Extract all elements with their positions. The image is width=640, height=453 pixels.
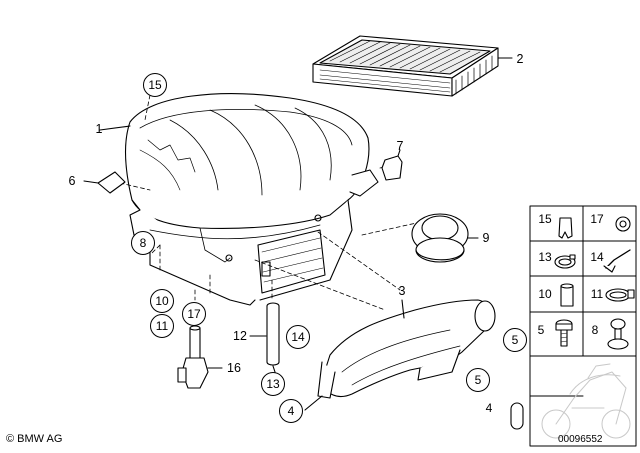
footer-copyright-text: © BMW AG [6, 433, 63, 445]
panel-label-17: 17 [590, 212, 604, 226]
part-9-drawing [411, 213, 479, 263]
panel-part-5-icon [555, 319, 573, 347]
panel-part-8-icon [607, 318, 629, 350]
callout-14: 14 [286, 325, 310, 349]
callout-3: 3 [398, 284, 406, 298]
panel-part-4-icon [510, 402, 524, 430]
panel-label-4: 4 [485, 401, 493, 415]
callout-6: 6 [68, 174, 76, 188]
callout-17: 17 [182, 302, 206, 326]
panel-part-15-icon [558, 217, 573, 239]
part-7-drawing [381, 149, 403, 181]
panel-label-14: 14 [590, 250, 604, 264]
panel-label-11: 11 [590, 287, 604, 301]
panel-label-13: 13 [538, 250, 552, 264]
air-filter-element-drawing [312, 35, 513, 97]
part-6-drawing [97, 171, 126, 194]
copyright-notice: © BMW AG [6, 433, 62, 445]
callout-11: 11 [150, 314, 174, 338]
callout-7: 7 [396, 139, 404, 153]
panel-part-11-icon [605, 288, 635, 302]
callout-2: 2 [516, 52, 524, 66]
callout-5-upper: 5 [503, 328, 527, 352]
callout-16: 16 [227, 361, 241, 375]
callout-10: 10 [150, 289, 174, 313]
panel-label-5: 5 [537, 323, 545, 337]
callout-9: 9 [482, 231, 490, 245]
air-filter-housing-drawing [99, 93, 379, 306]
part-16-drawing [177, 325, 223, 389]
callout-13: 13 [261, 372, 285, 396]
part-12-drawing [249, 302, 280, 373]
callout-4: 4 [279, 399, 303, 423]
callout-1: 1 [95, 122, 103, 136]
panel-part-10-icon [560, 283, 574, 307]
panel-part-14-icon [603, 249, 631, 273]
motorcycle-thumbnail-icon [541, 363, 631, 439]
panel-part-13-icon [554, 254, 576, 269]
callout-15: 15 [143, 73, 167, 97]
panel-label-15: 15 [538, 212, 552, 226]
panel-label-10: 10 [538, 287, 552, 301]
panel-part-17-icon [615, 216, 631, 232]
intake-hose-drawing [304, 299, 496, 411]
leader-line [99, 125, 131, 131]
callout-5-lower: 5 [466, 368, 490, 392]
panel-label-8: 8 [591, 323, 599, 337]
callout-12: 12 [233, 329, 247, 343]
callout-8: 8 [131, 231, 155, 255]
diagram-number: 00096552 [558, 434, 603, 445]
